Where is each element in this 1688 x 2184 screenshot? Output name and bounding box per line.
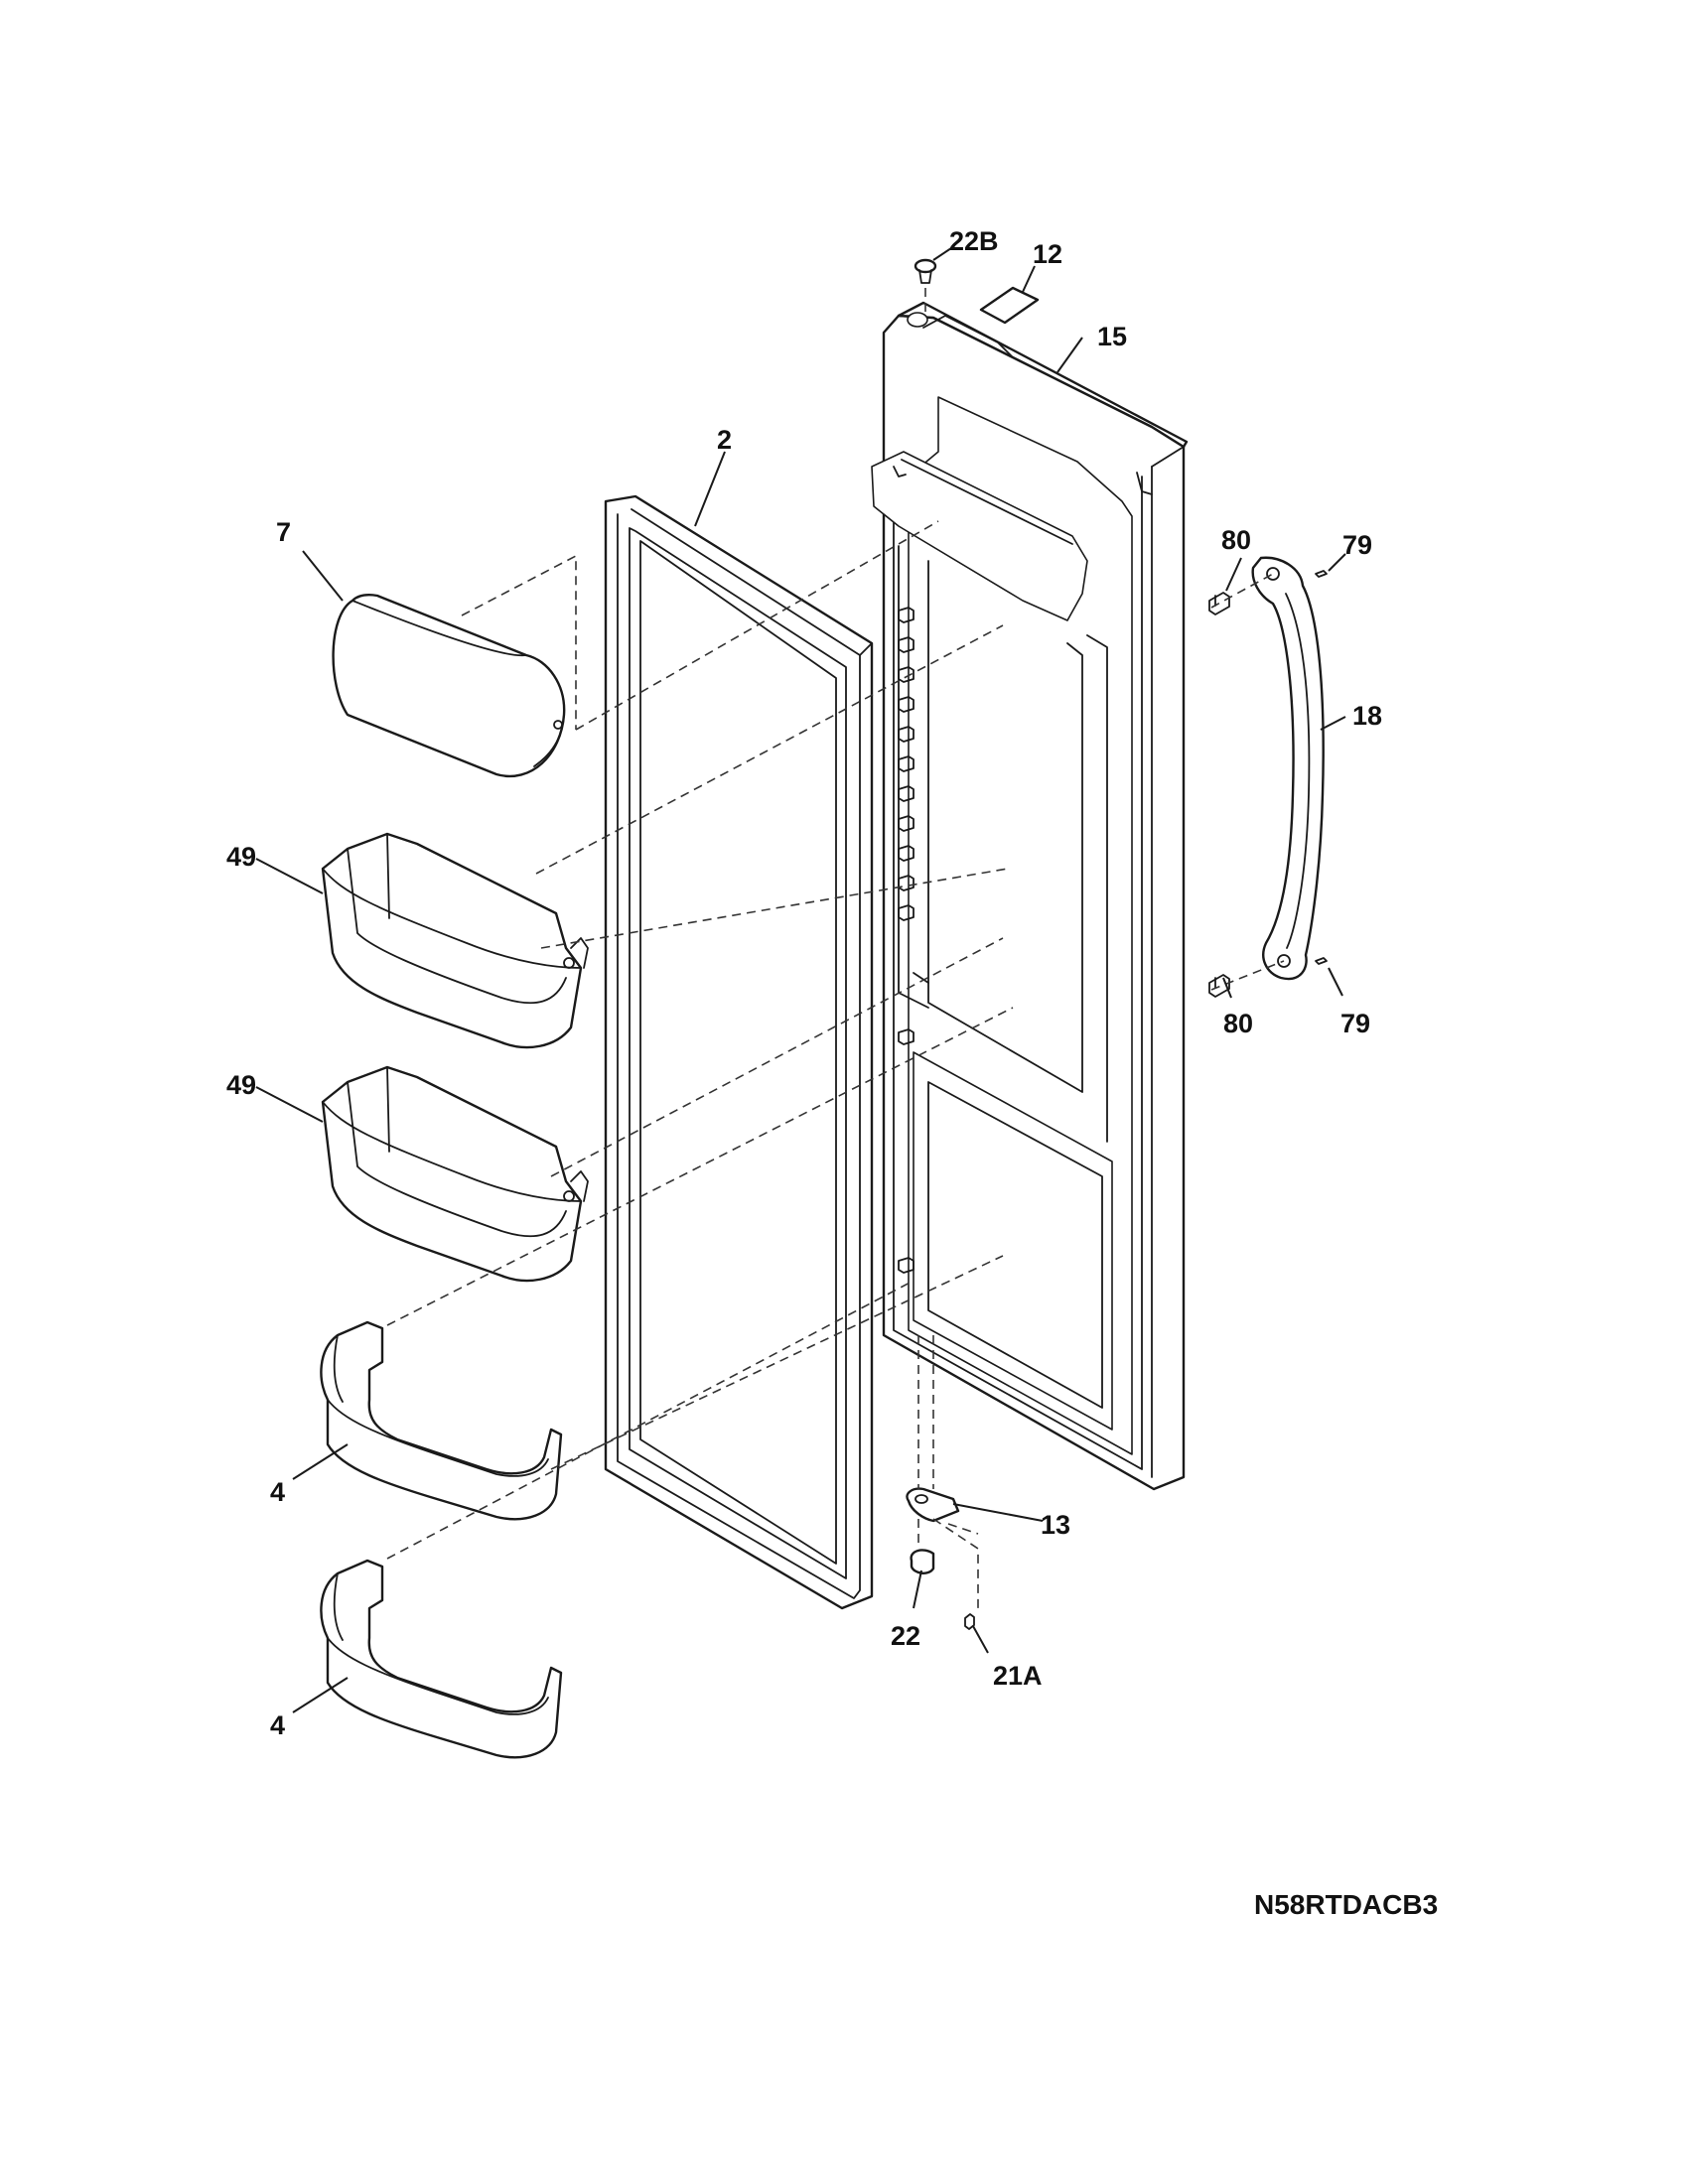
- callout-18: 18: [1352, 701, 1382, 731]
- hinge-bushing-bottom: [910, 1549, 935, 1574]
- handle-screw-bottom: [1315, 957, 1328, 965]
- shelf-bin-upper: [320, 1320, 563, 1521]
- callout-21a: 21A: [993, 1661, 1043, 1691]
- door-label: [979, 286, 1040, 325]
- callout-49-lower: 49: [226, 1070, 256, 1100]
- handle-mount-stud-bottom: [1208, 974, 1230, 998]
- hinge-bushing-top: [914, 258, 937, 284]
- callout-12: 12: [1033, 239, 1062, 269]
- door-gasket: [604, 494, 874, 1610]
- lower-hinge-bracket: [906, 1487, 960, 1523]
- handle-screw-top: [1315, 570, 1328, 578]
- leader-lines: [255, 247, 1346, 1713]
- callout-labels: 22B 12 15 2 7 80 79 18 49 49 80 79 4 4 1…: [226, 226, 1382, 1740]
- callout-49-upper: 49: [226, 842, 256, 872]
- callout-2: 2: [717, 425, 732, 455]
- alignment-lines: [386, 288, 1285, 1613]
- shelf-bin-lower: [320, 1559, 563, 1759]
- callout-79-top: 79: [1342, 530, 1372, 560]
- dairy-bin-cover: [332, 594, 566, 777]
- door-handle: [1251, 556, 1325, 981]
- hinge-screw: [964, 1613, 975, 1630]
- callout-15: 15: [1097, 322, 1127, 351]
- callout-7: 7: [276, 517, 291, 547]
- door-bin-lower: [321, 1065, 589, 1283]
- callout-80-bottom: 80: [1223, 1009, 1253, 1038]
- callout-22: 22: [891, 1621, 920, 1651]
- callout-13: 13: [1041, 1510, 1070, 1540]
- door-shell: [871, 301, 1189, 1491]
- door-bin-upper: [321, 832, 589, 1049]
- drawing-code: N58RTDACB3: [1254, 1889, 1438, 1920]
- handle-mount-stud-top: [1208, 592, 1230, 615]
- callout-22b: 22B: [949, 226, 999, 256]
- callout-4-upper: 4: [270, 1477, 285, 1507]
- callout-80-top: 80: [1221, 525, 1251, 555]
- callout-79-bottom: 79: [1340, 1009, 1370, 1038]
- callout-4-lower: 4: [270, 1710, 285, 1740]
